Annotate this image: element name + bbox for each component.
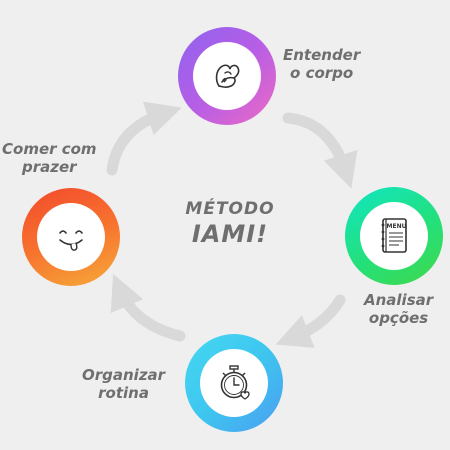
menu-icon-text: MENU: [387, 223, 407, 230]
stopwatch-heart-icon: [220, 365, 250, 400]
smiley-tongue-icon: [59, 230, 83, 251]
step-4-label-line1: Comer com: [2, 140, 97, 158]
menu-icon: MENU: [381, 218, 407, 253]
step-4-circle: [22, 188, 120, 286]
method-title-line1: MÉTODO: [185, 199, 275, 219]
arrow-step3-to-step4: [110, 273, 186, 342]
arrow-step4-to-step1: [106, 101, 182, 176]
step-2-inner: MENU: [360, 202, 428, 270]
body-hug-icon: [215, 64, 240, 88]
step-2-circle: MENU: [345, 187, 443, 285]
method-title-line2: IAMI!: [191, 220, 269, 248]
arrow-step1-to-step2: [282, 112, 358, 189]
step-2-label-line1: Analisar: [364, 291, 434, 309]
step-1-inner: [193, 42, 261, 110]
step-1-label: Entender o corpo: [283, 46, 360, 82]
step-2-label-line2: opções: [368, 309, 429, 327]
step-2-label: Analisar opções: [364, 291, 433, 327]
method-title: MÉTODO IAMI!: [170, 198, 290, 248]
step-3-label-line2: rotina: [98, 384, 149, 402]
step-3-inner: [200, 349, 268, 417]
step-4-inner: [37, 203, 105, 271]
step-1-label-line2: o corpo: [290, 64, 354, 82]
step-1-circle: [178, 27, 276, 125]
step-3-label-line1: Organizar: [82, 366, 166, 384]
step-3-circle: [185, 334, 283, 432]
step-1-label-line1: Entender: [283, 46, 361, 64]
step-3-label: Organizar rotina: [82, 366, 165, 402]
arrow-step2-to-step3: [275, 294, 346, 348]
step-4-label-line2: prazer: [22, 158, 77, 176]
step-4-label: Comer com prazer: [2, 140, 97, 176]
